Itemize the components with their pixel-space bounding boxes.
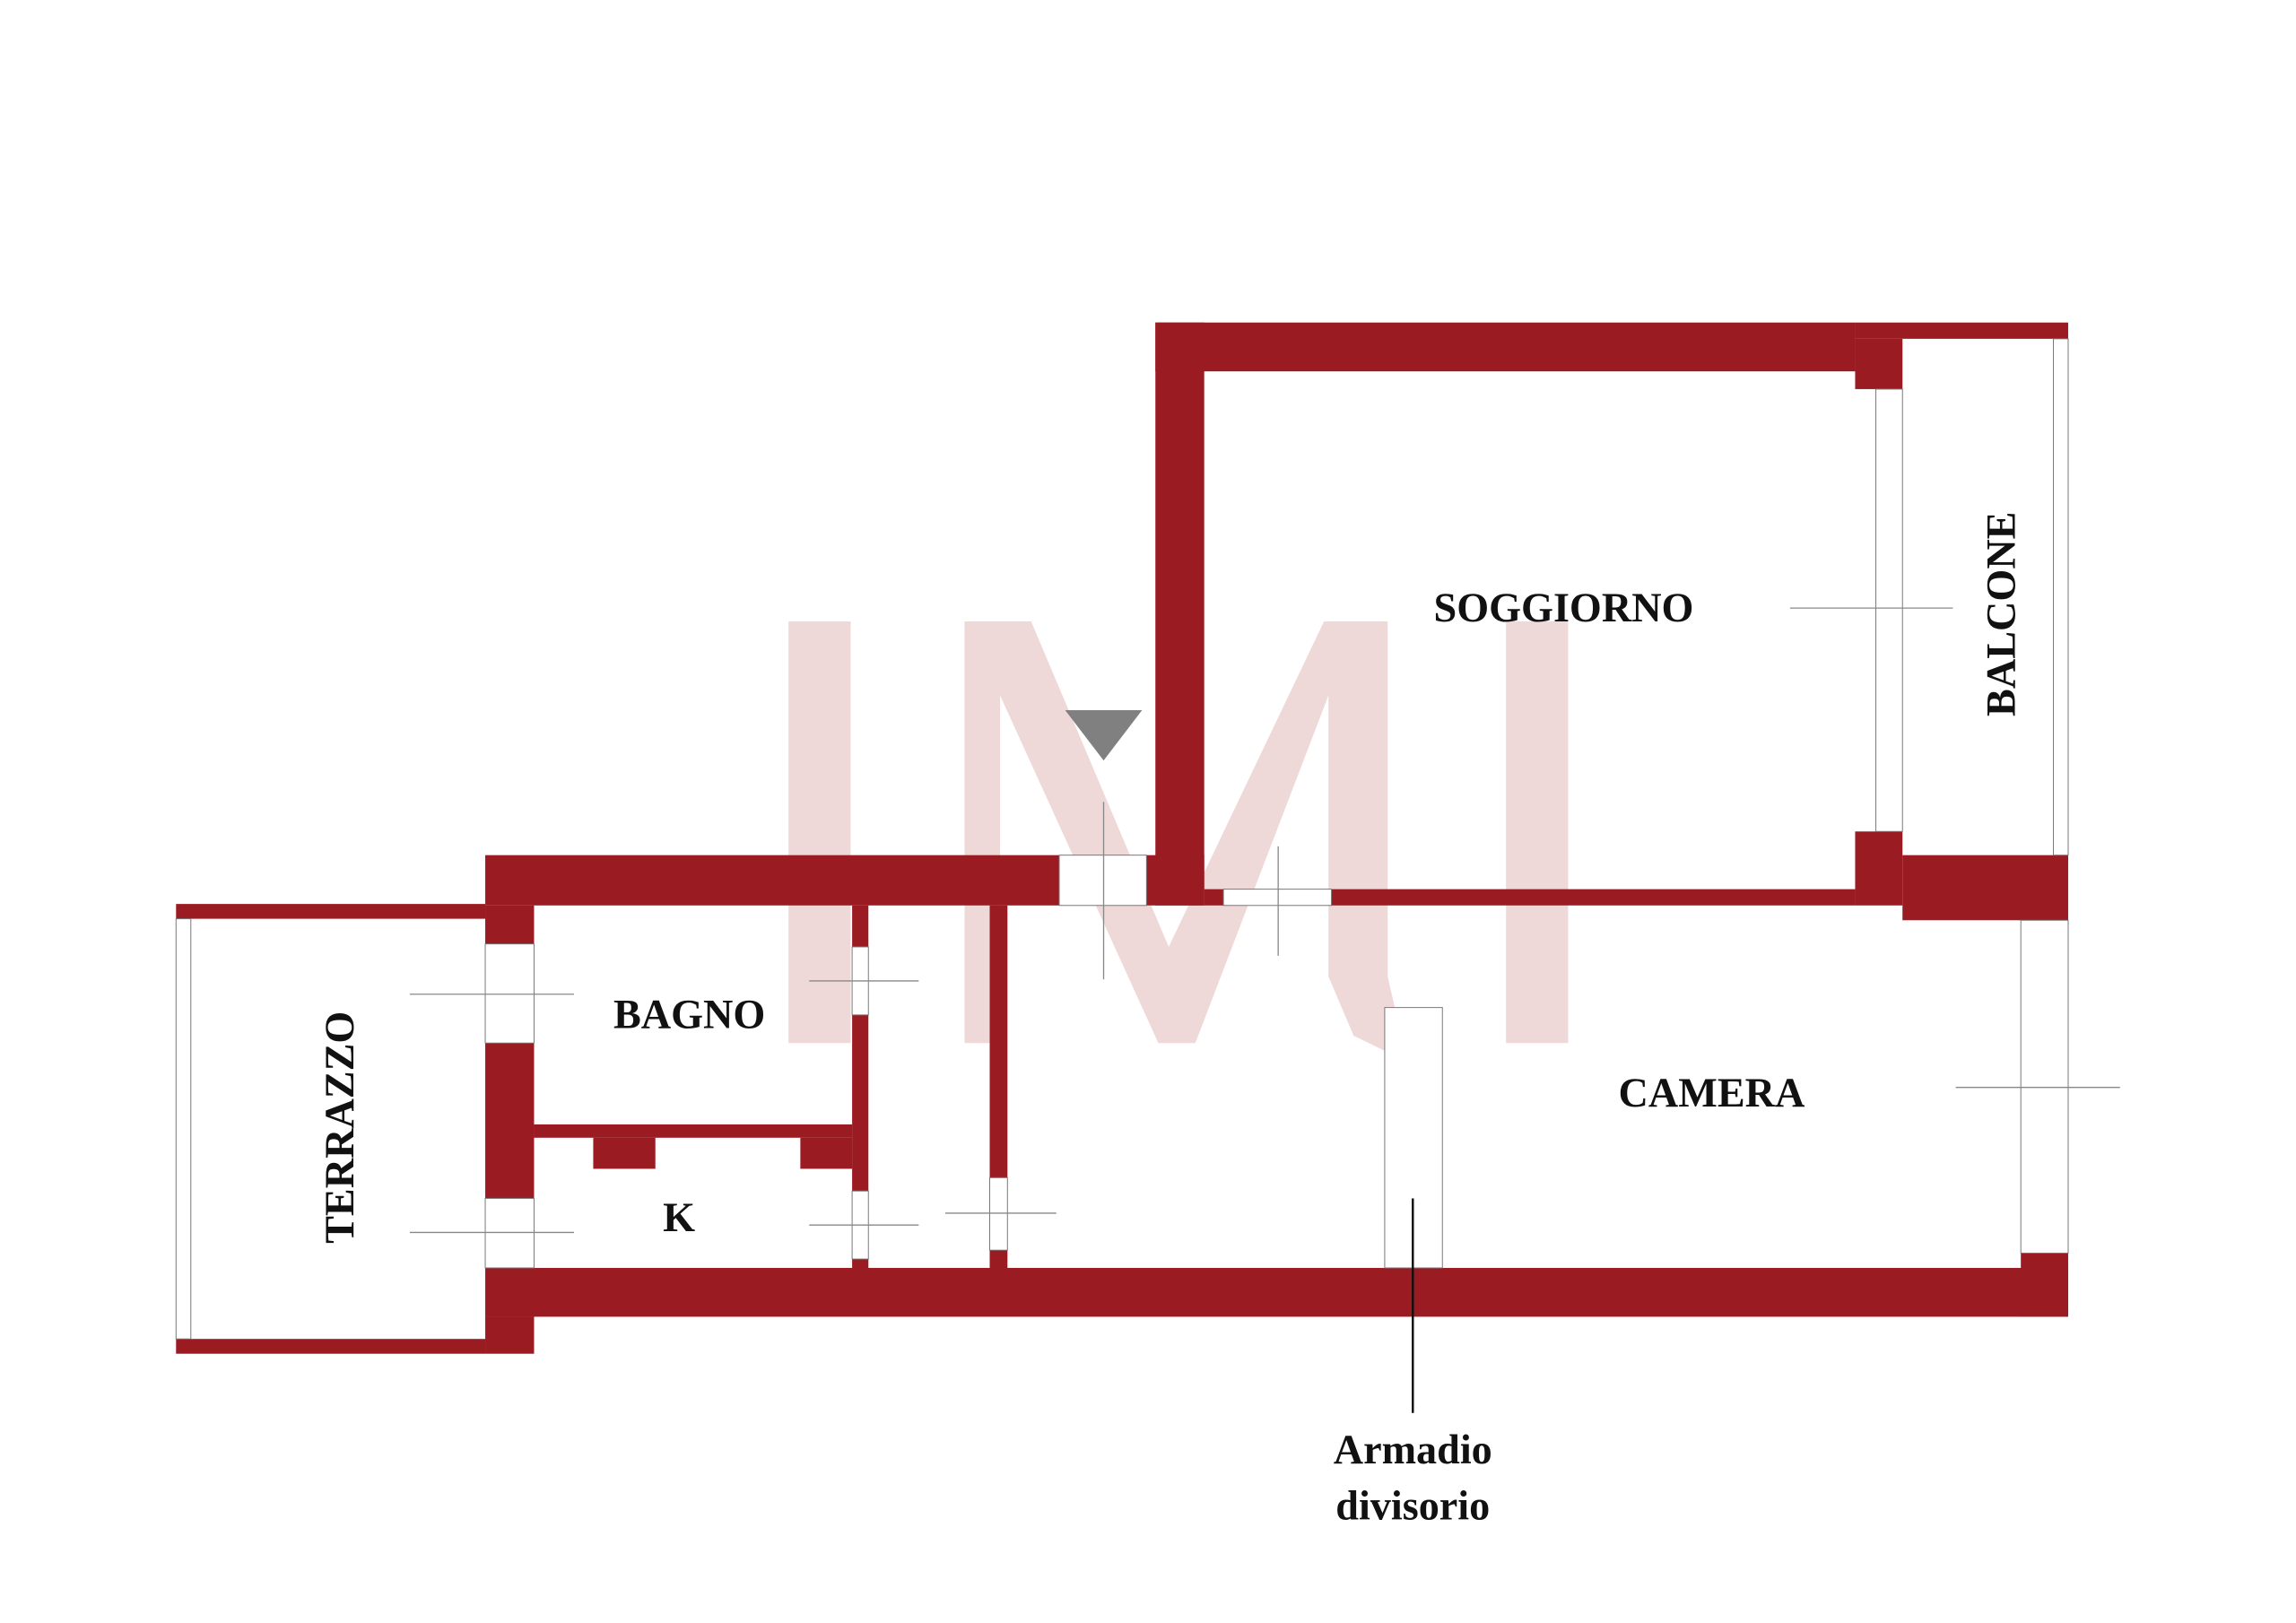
room-label-balcone: BALCONE [1979,512,2024,716]
windows [175,338,2120,1340]
room-label-bagno: BAGNO [613,992,765,1037]
annotation-armadio: Armadio [1334,1427,1492,1472]
annotation-divisorio: divisorio [1335,1482,1490,1528]
room-label-soggiorno: SOGGIORNO [1434,585,1694,630]
walls [176,322,2068,1354]
entrance-triangle-icon [1065,709,1143,761]
room-label-camera: CAMERA [1619,1070,1805,1115]
room-label-terrazzo: TERRAZZO [317,1011,362,1244]
room-label-k: K [663,1194,695,1240]
